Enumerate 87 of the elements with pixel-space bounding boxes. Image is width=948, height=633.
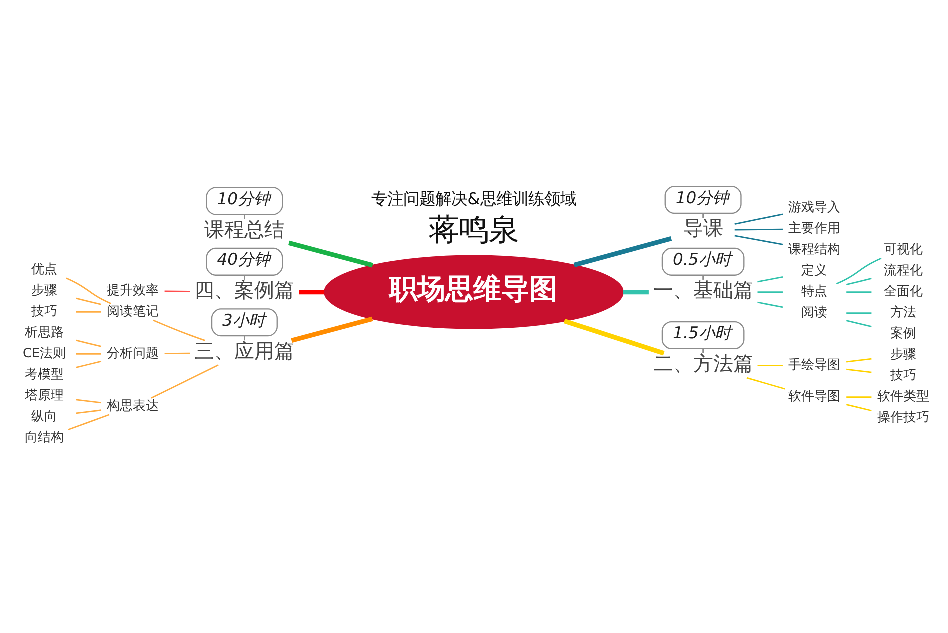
node-text: 特点 bbox=[802, 284, 828, 300]
node-text: 提升效率 bbox=[107, 283, 160, 298]
node-text: 操作技巧 bbox=[877, 410, 930, 426]
connector bbox=[76, 298, 102, 306]
connector bbox=[758, 365, 783, 366]
connector bbox=[846, 278, 872, 286]
connector bbox=[758, 302, 784, 308]
node-box: 1.5小时 bbox=[662, 321, 745, 350]
connector bbox=[846, 396, 872, 398]
node-text: 纵向 bbox=[32, 409, 58, 424]
label: 专注问题解决&思维训练领域 bbox=[372, 189, 576, 208]
node-text: 三、应用篇 bbox=[194, 340, 295, 363]
connector bbox=[291, 316, 374, 343]
connector bbox=[846, 292, 872, 293]
node-text: 技巧 bbox=[32, 304, 58, 320]
connector bbox=[244, 336, 246, 341]
node-box: 0.5小时 bbox=[662, 248, 745, 276]
node-text: 技巧 bbox=[890, 368, 916, 384]
connector bbox=[734, 235, 784, 246]
node-text: 析思路 bbox=[25, 325, 64, 340]
node-text: 步骤 bbox=[890, 348, 916, 363]
connector bbox=[702, 348, 704, 354]
connector bbox=[151, 364, 219, 399]
connector bbox=[76, 311, 102, 313]
node-text: 软件类型 bbox=[877, 390, 930, 405]
connector bbox=[734, 214, 784, 225]
connector bbox=[758, 276, 784, 283]
connector bbox=[66, 278, 112, 305]
node-text: 一、基础篇 bbox=[653, 279, 754, 302]
node-text: 案例 bbox=[890, 326, 916, 342]
connector bbox=[564, 319, 665, 356]
connector bbox=[76, 399, 102, 404]
node-text: 方法 bbox=[890, 306, 916, 321]
node-text: 四、案例篇 bbox=[194, 279, 295, 302]
connector bbox=[76, 353, 102, 355]
connector bbox=[68, 414, 110, 431]
label: 蒋鸣泉 bbox=[429, 213, 520, 248]
node-text: 优点 bbox=[32, 262, 58, 278]
connector bbox=[734, 228, 783, 231]
connector bbox=[623, 290, 649, 295]
node-text: 导课 bbox=[683, 217, 724, 240]
connector bbox=[164, 352, 190, 354]
node-text: 分析问题 bbox=[107, 346, 160, 362]
connector bbox=[758, 292, 783, 293]
node-text: 二、方法篇 bbox=[653, 352, 754, 376]
connector bbox=[164, 290, 190, 292]
node-text: 游戏导入 bbox=[788, 200, 841, 216]
connector bbox=[76, 410, 102, 414]
node-box: 3小时 bbox=[211, 308, 278, 337]
connector bbox=[702, 275, 704, 280]
connector bbox=[846, 368, 872, 374]
connector bbox=[244, 214, 246, 220]
node-text: 定义 bbox=[802, 264, 828, 279]
node-text: 课程结构 bbox=[788, 242, 841, 258]
node-text: 步骤 bbox=[32, 283, 58, 298]
node-text: 阅读笔记 bbox=[107, 304, 160, 320]
connector bbox=[299, 290, 324, 295]
node-box: 10分钟 bbox=[206, 187, 284, 216]
connector bbox=[846, 320, 872, 328]
connector bbox=[846, 312, 872, 314]
connector bbox=[153, 320, 206, 342]
node-text: 塔原理 bbox=[25, 388, 64, 404]
connector bbox=[76, 360, 102, 368]
node-box: 40分钟 bbox=[206, 248, 284, 276]
node-text: 手绘导图 bbox=[788, 358, 841, 374]
node-text: 软件导图 bbox=[788, 390, 841, 405]
node-text: 主要作用 bbox=[788, 222, 841, 237]
node-text: 可视化 bbox=[884, 242, 923, 258]
connector bbox=[746, 377, 786, 390]
node-text: 考模型 bbox=[25, 367, 64, 382]
node-text: 全面化 bbox=[884, 284, 923, 300]
node-box: 10分钟 bbox=[664, 186, 742, 214]
node-text: CE法则 bbox=[23, 346, 66, 362]
connector bbox=[836, 258, 882, 285]
node-text: 课程总结 bbox=[204, 218, 285, 242]
node-ellipse: 职场思维导图 bbox=[324, 255, 624, 330]
connector bbox=[702, 214, 704, 218]
connector bbox=[574, 236, 672, 268]
connector bbox=[76, 340, 102, 348]
node-text: 构思表达 bbox=[107, 398, 160, 414]
node-text: 向结构 bbox=[25, 430, 64, 446]
node-text: 阅读 bbox=[802, 306, 828, 321]
connector bbox=[288, 240, 374, 268]
node-text: 流程化 bbox=[884, 264, 923, 279]
connector bbox=[244, 275, 246, 280]
connector bbox=[846, 358, 872, 363]
connector bbox=[846, 404, 872, 412]
